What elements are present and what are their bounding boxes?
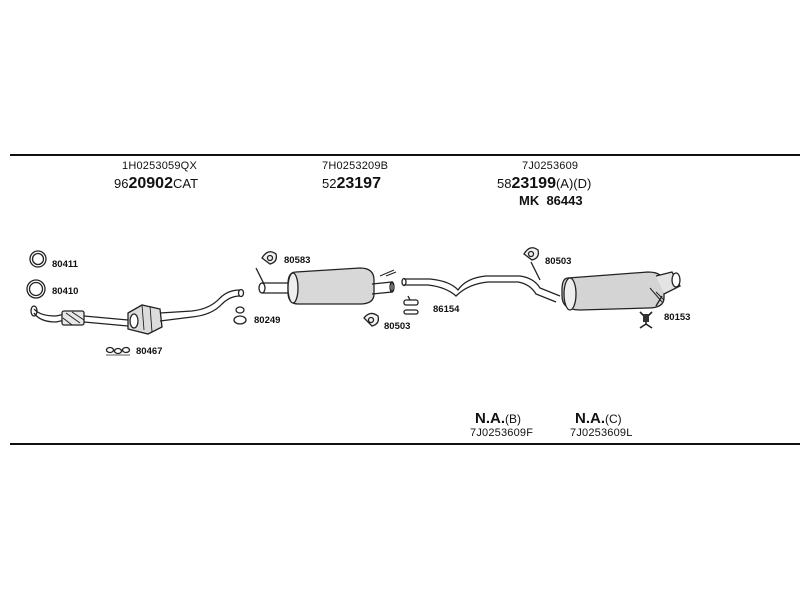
- na-c-text: N.A.: [575, 410, 605, 427]
- part-number-2: 5223197: [322, 175, 381, 193]
- part-number-1-suffix: CAT: [172, 176, 199, 191]
- center-silencer: [255, 267, 397, 305]
- part-number-3: 5823199(A)(D): [497, 175, 591, 193]
- part-number-1-prefix: 96: [114, 176, 129, 191]
- label-80411: 80411: [52, 259, 78, 270]
- mounting-kit: MK 86443: [519, 193, 583, 208]
- na-c-variant: (C): [605, 412, 622, 426]
- hanger-80503-b-icon: [523, 247, 541, 281]
- intermediate-pipe: [401, 275, 561, 303]
- part-number-3-suffix: (A)(D): [555, 176, 592, 191]
- rubber-mount-80153-icon: [639, 295, 663, 329]
- label-80153: 80153: [664, 312, 691, 323]
- oem-number-2: 7H0253209B: [322, 160, 389, 172]
- label-80467: 80467: [136, 346, 163, 357]
- na-entry-c: N.A.(C): [575, 410, 622, 427]
- label-86154: 86154: [433, 304, 460, 315]
- top-rule: [10, 154, 800, 156]
- na-b-text: N.A.: [475, 410, 505, 427]
- label-80410: 80410: [52, 286, 79, 297]
- hanger-80503-a-icon: [363, 312, 380, 327]
- na-b-variant: (B): [505, 412, 521, 426]
- part-number-2-prefix: 52: [322, 176, 337, 191]
- na-b-oem: 7J0253609F: [470, 427, 534, 439]
- ring-80249-icon: [233, 306, 247, 325]
- clamp-86154-icon: [403, 295, 419, 315]
- na-c-oem: 7J0253609L: [570, 427, 633, 439]
- part-number-2-main: 23197: [336, 175, 381, 192]
- rear-silencer: [561, 271, 681, 311]
- na-entry-b: N.A.(B): [475, 410, 521, 427]
- label-80583: 80583: [284, 255, 311, 266]
- oem-number-1: 1H0253059QX: [122, 160, 197, 172]
- mounting-kit-prefix: MK: [519, 193, 540, 208]
- part-number-3-main: 23199: [511, 175, 556, 192]
- clamp-80410-icon: [26, 279, 46, 299]
- oem-number-3: 7J0253609: [522, 160, 579, 172]
- mounting-kit-number: 86443: [546, 193, 583, 208]
- hanger-80583-icon: [261, 251, 278, 265]
- part-number-1: 9620902CAT: [114, 175, 198, 193]
- label-80503-b: 80503: [545, 256, 572, 267]
- bottom-rule: [10, 443, 800, 445]
- label-80249: 80249: [254, 315, 281, 326]
- front-pipe-catalyst: [30, 288, 245, 335]
- gasket-80467-icon: [105, 346, 131, 356]
- part-number-3-prefix: 58: [497, 176, 512, 191]
- label-80503-a: 80503: [384, 321, 411, 332]
- clamp-80411-icon: [29, 250, 47, 268]
- part-number-1-main: 20902: [128, 175, 173, 192]
